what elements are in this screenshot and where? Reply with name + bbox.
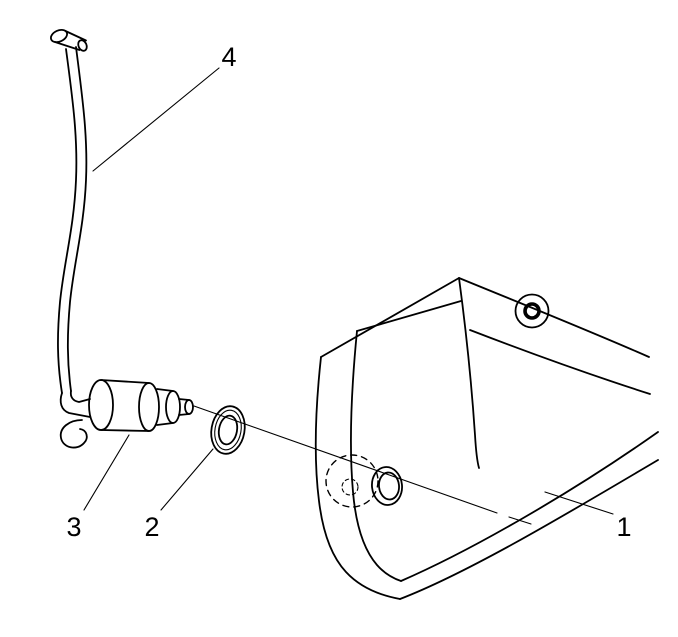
callout-1-leader-line [544,491,614,515]
tank-top-edge-inner [356,300,462,332]
hose-outline-right [66,46,88,392]
tank-corner-edge [458,277,480,469]
hole-spud-inner [378,471,400,501]
callout-2: 2 [144,448,214,542]
hose-fitting-top-edge [64,30,87,42]
callout-3-label: 3 [66,512,81,542]
pump-neck-top-edge [156,388,174,392]
hidden-seat-dashed-circle [325,454,379,508]
washer-hose [50,29,91,418]
hose-end-fitting [50,29,88,52]
tank-right-contour-line [469,329,651,395]
grommet-inner-ring [217,414,239,446]
pump-body-bottom-edge [100,429,150,432]
tank-front-edge-inner [350,330,402,582]
hose-fitting-neck [77,39,88,52]
hose-elbow-outer [59,392,91,418]
tank-bottom-edge-inner [400,431,659,582]
grommet-outer-ring [210,405,246,455]
pump-nozzle-tip [184,399,194,415]
pump-neck-ring [165,390,181,424]
grommet-seal [210,405,246,455]
callout-2-leader-line [160,448,214,511]
callout-3-leader-line [83,434,130,511]
vent-cap-outer-ring [514,293,550,329]
pump-neck-bottom-edge [156,422,174,426]
axis-line-main [193,405,498,514]
hose-elbow-inner [69,390,91,403]
reservoir-tank [314,277,659,600]
hose-outline-left [57,48,78,394]
assembly-axis-line [193,405,532,525]
pump-body-ring [138,382,160,432]
callout-4-label: 4 [221,42,236,72]
pump-mounting-hole [325,454,403,508]
hose-fitting-cap [50,29,68,43]
callout-4: 4 [92,42,237,172]
pump-body-top-edge [100,379,150,384]
hidden-hole-dashed-circle [341,478,359,496]
tank-top-edge-outer [320,277,460,358]
grommet-mid-ring [214,409,242,451]
pump-mounting-hook [59,419,88,449]
vent-cap-inner-ring [523,302,541,320]
tank-vent-cap [514,293,550,329]
callout-4-leader-line [92,67,220,172]
tank-front-edge-outer [314,356,401,600]
tank-bottom-edge-outer [399,459,659,600]
tank-top-right-edge [458,277,650,358]
pump-left-end-cap [88,379,114,431]
callout-1: 1 [544,491,632,542]
callout-3: 3 [66,434,130,542]
callout-1-label: 1 [616,512,631,542]
washer-pump [59,379,194,449]
hole-spud-outer [371,466,403,506]
callout-2-label: 2 [144,512,159,542]
